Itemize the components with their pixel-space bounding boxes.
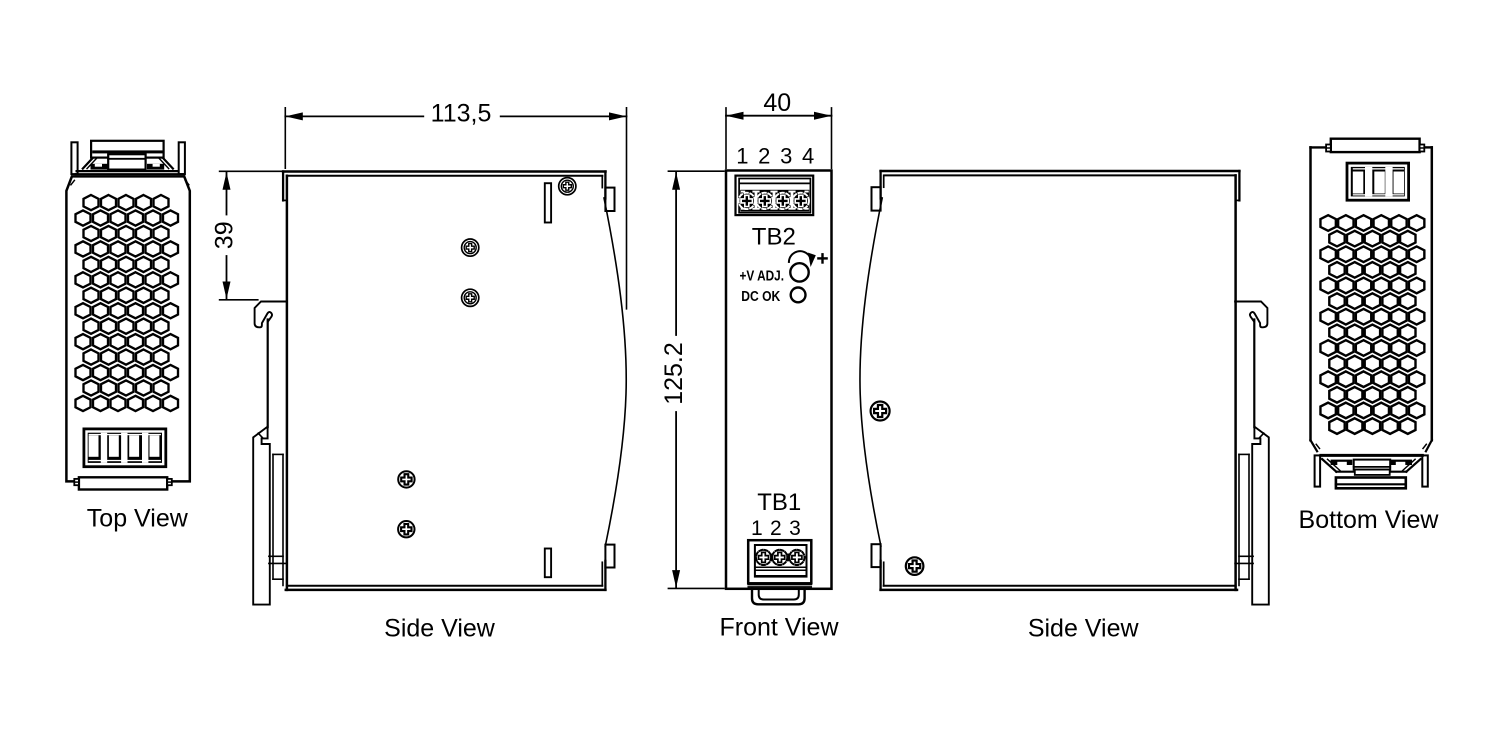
svg-text:39: 39 bbox=[211, 221, 239, 249]
svg-text:DC OK: DC OK bbox=[741, 289, 780, 305]
svg-text:3: 3 bbox=[789, 517, 801, 540]
svg-text:+V ADJ.: +V ADJ. bbox=[740, 269, 785, 285]
svg-text:2: 2 bbox=[758, 144, 770, 169]
svg-text:1: 1 bbox=[751, 517, 763, 540]
svg-text:4: 4 bbox=[802, 144, 814, 169]
svg-text:TB2: TB2 bbox=[752, 224, 796, 251]
svg-text:Side View: Side View bbox=[1028, 615, 1140, 643]
svg-text:TB1: TB1 bbox=[757, 489, 801, 516]
svg-text:Bottom View: Bottom View bbox=[1299, 506, 1440, 534]
svg-text:113,5: 113,5 bbox=[431, 100, 492, 128]
svg-text:Front View: Front View bbox=[719, 614, 839, 642]
svg-text:Side View: Side View bbox=[384, 614, 496, 642]
svg-text:Top View: Top View bbox=[87, 504, 189, 532]
svg-text:40: 40 bbox=[763, 89, 791, 117]
svg-text:125.2: 125.2 bbox=[660, 342, 688, 405]
svg-text:3: 3 bbox=[780, 144, 792, 169]
svg-text:2: 2 bbox=[770, 517, 782, 540]
svg-text:1: 1 bbox=[736, 144, 748, 169]
